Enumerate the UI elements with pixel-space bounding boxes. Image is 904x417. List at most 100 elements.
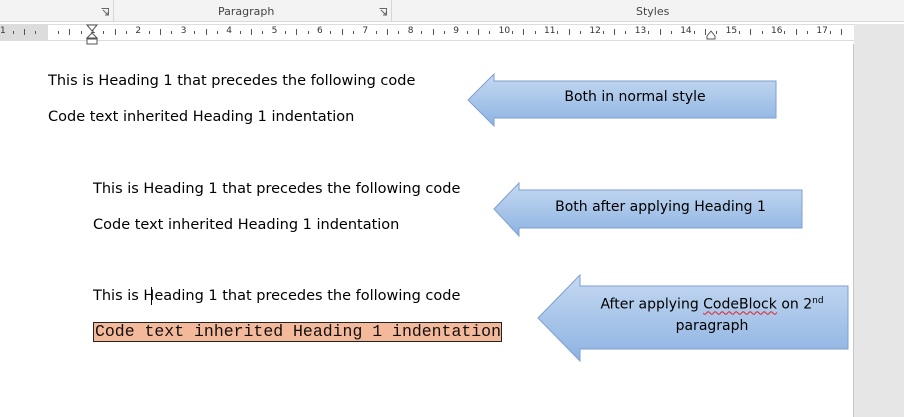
ruler-tick xyxy=(535,31,536,34)
ruler-number: 7 xyxy=(362,26,369,36)
callout-label: Both after applying Heading 1 xyxy=(555,199,766,215)
ruler-tick xyxy=(217,31,218,34)
superscript: nd xyxy=(812,296,824,306)
ruler-tick xyxy=(671,31,672,34)
dialog-launcher-icon[interactable] xyxy=(101,8,109,16)
ruler-tick xyxy=(421,31,422,34)
ruler-number: 15 xyxy=(725,26,738,36)
ruler-number: 3 xyxy=(180,26,187,36)
callout-arrow-heading-1: Both after applying Heading 1 xyxy=(493,182,805,237)
ruler-tick xyxy=(206,29,207,35)
ruler-tick xyxy=(285,31,286,34)
ruler-tick xyxy=(784,31,785,34)
ruler-number: 12 xyxy=(589,26,601,36)
ruler-tick xyxy=(240,31,241,34)
ruler-tick xyxy=(171,31,172,34)
ruler-tick xyxy=(296,29,297,35)
ruler-tick xyxy=(251,29,252,35)
ruler-number: 8 xyxy=(407,26,414,36)
indent-marker-icon[interactable] xyxy=(86,24,98,45)
ribbon-group-paragraph-label: Paragraph xyxy=(218,5,275,18)
right-indent-marker-icon[interactable] xyxy=(706,30,716,40)
ruler-tick xyxy=(569,29,570,35)
ruler-number: 1 xyxy=(0,26,6,36)
ruler-text-area xyxy=(48,25,854,40)
ruler-number: 10 xyxy=(498,26,511,36)
ruler-tick xyxy=(115,29,116,35)
ruler-number: 16 xyxy=(771,26,783,36)
codeblock-paragraph[interactable]: Code text inherited Heading 1 indentatio… xyxy=(93,322,502,342)
ruler-tick xyxy=(705,29,706,35)
ruler-number: 17 xyxy=(816,26,828,36)
ruler-tick xyxy=(716,31,717,34)
ruler-number: 11 xyxy=(544,26,556,36)
ruler-tick xyxy=(69,29,70,35)
ruler-tick xyxy=(13,31,14,34)
ruler-tick xyxy=(614,29,615,35)
ruler-tick xyxy=(807,31,808,34)
ruler-number: 2 xyxy=(135,26,142,36)
ruler-tick xyxy=(625,31,626,34)
page-edge xyxy=(853,44,854,417)
ruler-tick xyxy=(398,31,399,34)
ruler-tick xyxy=(444,31,445,34)
paragraph-dialog-launcher-icon[interactable] xyxy=(379,8,387,16)
ruler-tick xyxy=(81,31,82,34)
ruler-number: 5 xyxy=(271,26,278,36)
ruler-tick xyxy=(194,31,195,34)
text-cursor xyxy=(151,287,152,305)
callout-text: on 2 xyxy=(776,296,813,313)
heading-paragraph[interactable]: This is Heading 1 that precedes the foll… xyxy=(93,288,461,304)
ribbon-group-bar: Paragraph Styles xyxy=(0,0,904,22)
ruler-tick xyxy=(580,31,581,34)
ruler-tick xyxy=(262,31,263,34)
heading-paragraph[interactable]: This is Heading 1 that precedes the foll… xyxy=(48,73,416,89)
ruler-tick xyxy=(160,29,161,35)
ruler-tick xyxy=(376,31,377,34)
ruler-tick xyxy=(557,31,558,34)
callout-arrow-codeblock: After applying CodeBlock on 2nd paragraph xyxy=(537,274,851,363)
ruler-tick xyxy=(660,29,661,35)
ruler-tick xyxy=(750,29,751,35)
ruler-tick xyxy=(762,31,763,34)
ruler-tick xyxy=(126,31,127,34)
ruler-tick xyxy=(342,29,343,35)
callout-text: paragraph xyxy=(675,317,749,334)
ruler-tick xyxy=(149,31,150,34)
ruler-tick xyxy=(103,31,104,34)
callout-label: Both in normal style xyxy=(564,89,706,105)
ruler-tick xyxy=(739,31,740,34)
ruler-tick xyxy=(841,29,842,35)
ruler-tick xyxy=(58,31,59,34)
ruler-number: 4 xyxy=(226,26,232,36)
code-paragraph[interactable]: Code text inherited Heading 1 indentatio… xyxy=(48,109,355,125)
ruler-tick xyxy=(796,29,797,35)
heading-paragraph[interactable]: This is Heading 1 that precedes the foll… xyxy=(93,181,461,197)
code-paragraph[interactable]: Code text inherited Heading 1 indentatio… xyxy=(93,217,400,233)
ruler-tick xyxy=(830,31,831,34)
ruler-tick xyxy=(512,31,513,34)
ruler-tick xyxy=(353,31,354,34)
ruler-tick xyxy=(694,31,695,34)
callout-arrow-normal-style: Both in normal style xyxy=(467,73,779,127)
spellcheck-word[interactable]: CodeBlock xyxy=(703,296,777,313)
callout-text: After applying xyxy=(600,296,704,313)
ruler-tick xyxy=(433,29,434,35)
ruler-tick xyxy=(35,31,36,34)
ruler-tick xyxy=(523,29,524,35)
ruler-tick xyxy=(603,31,604,34)
ruler-tick xyxy=(478,29,479,35)
ruler-tick xyxy=(387,29,388,35)
ruler-number: 6 xyxy=(317,26,323,36)
ruler-tick xyxy=(308,31,309,34)
ruler-tick xyxy=(648,31,649,34)
ruler-number: 14 xyxy=(680,26,692,36)
ribbon-divider xyxy=(113,0,114,21)
ruler-tick xyxy=(467,31,468,34)
callout-label: After applying CodeBlock on 2nd paragraph xyxy=(587,291,837,337)
ruler-tick xyxy=(24,29,25,35)
ruler-tick xyxy=(489,31,490,34)
document-side-area xyxy=(854,24,904,417)
ribbon-group-styles-label: Styles xyxy=(636,5,670,18)
